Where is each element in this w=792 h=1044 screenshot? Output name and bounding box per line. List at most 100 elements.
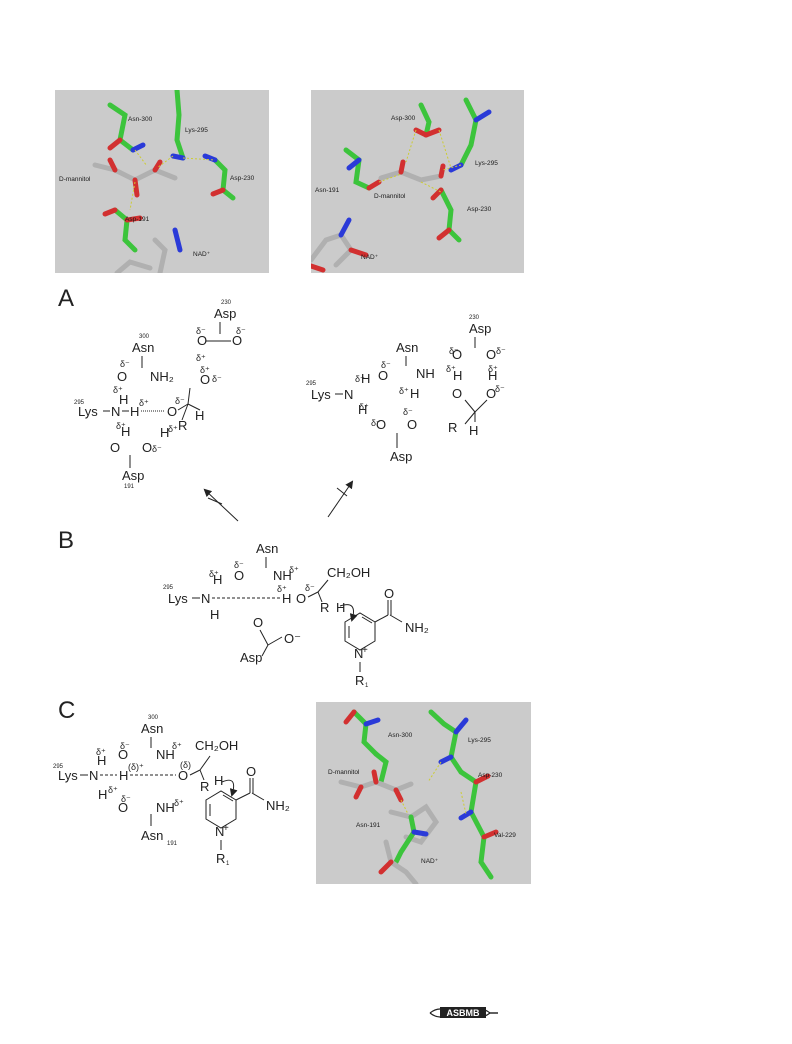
nh2-label: NH₂ [405, 620, 429, 635]
delta-plus: δ⁺ [355, 374, 365, 384]
atom-o: O [197, 333, 207, 348]
delta-minus: δ⁻ [212, 374, 222, 384]
stick-model [338, 709, 499, 884]
delta-minus: δ⁻ [152, 444, 162, 454]
delta-minus: δ⁻ [305, 583, 315, 593]
atom-o: O [486, 347, 496, 362]
atom-h: H [160, 425, 169, 440]
atom-o: O [376, 417, 386, 432]
delta-minus: δ⁻ [381, 360, 391, 370]
label-lys295: Lys-295 [475, 160, 498, 167]
lys295-label: Lys [311, 387, 331, 402]
subscript-191: 191 [124, 484, 135, 490]
scheme-a-left: 230 Asp δ⁻ δ⁻ O O 300 Asn δ⁻ O NH₂ δ⁺ δ⁺… [74, 300, 246, 490]
atom-o: O [200, 372, 210, 387]
label-asp191: Asp-191 [125, 216, 150, 223]
atom-o: O [253, 615, 263, 630]
delta-plus: δ⁺ [174, 798, 184, 808]
atom-h: H [358, 402, 367, 417]
delta-minus: δ⁻ [196, 326, 206, 336]
atom-o: O [142, 440, 152, 455]
atom-r1: R [355, 673, 364, 688]
delta-plus: δ⁺ [200, 365, 210, 375]
atom-n: N [215, 824, 224, 839]
atom-r: R [448, 420, 457, 435]
label-asn300: Asn-300 [128, 116, 153, 123]
delta-minus: δ⁻ [121, 794, 131, 804]
asn-label: Asn [396, 340, 418, 355]
atom-h: H [214, 773, 223, 788]
nh-label: NH [416, 366, 435, 381]
label-asn191: Asn-191 [315, 187, 340, 194]
delta-minus: δ⁻ [403, 407, 413, 417]
atom-h: H [195, 408, 204, 423]
atom-o: O [110, 440, 120, 455]
atom-o: O [452, 347, 462, 362]
panel-letter-a: A [58, 285, 75, 312]
subscript-191: 191 [167, 841, 178, 847]
label-asp300: Asp-300 [391, 115, 416, 122]
lys295-label: Lys [58, 768, 78, 783]
subscript-1: 1 [365, 683, 369, 689]
label-lys295: Lys-295 [185, 127, 208, 134]
nh-label: NH [156, 747, 175, 762]
label-nad: NAD⁺ [193, 251, 211, 258]
delta-plus: δ⁺ [446, 364, 456, 374]
subscript-1: 1 [226, 861, 230, 867]
label-asp230: Asp-230 [467, 206, 492, 213]
o-minus-label: O⁻ [284, 631, 301, 646]
delta-plus: δ⁺ [209, 569, 219, 579]
superscript-295: 295 [163, 585, 174, 591]
atom-n: N [111, 404, 120, 419]
atom-h: H [213, 572, 222, 587]
panel-letter-c: C [58, 697, 76, 724]
delta-plus: δ⁺ [289, 565, 299, 575]
label-asp230: Asp-230 [478, 772, 503, 779]
atom-h: H [119, 768, 128, 783]
scheme-c: 300 Asn δ⁻ O NH δ⁺ CH₂OH δ⁺ H 295 Lys N … [53, 715, 290, 867]
nh2-label: NH₂ [266, 798, 290, 813]
delta-minus: δ⁻ [234, 560, 244, 570]
asn300-label: Asn [132, 340, 154, 355]
delta-minus: δ⁻ [236, 326, 246, 336]
atom-o: O [178, 768, 188, 783]
atom-o: O [234, 568, 244, 583]
label-dmannitol: D-mannitol [59, 176, 91, 183]
delta-plus: δ⁺ [172, 741, 182, 751]
nh2-label: NH₂ [150, 369, 174, 384]
logo-text: ASBMB [447, 1008, 480, 1018]
atom-h: H [469, 423, 478, 438]
atom-h: H [336, 600, 345, 615]
label-nad: NAD⁺ [421, 858, 439, 865]
delta-plus: δ⁺ [139, 398, 149, 408]
atom-h: H [119, 392, 128, 407]
asp191-label: Asp [122, 468, 144, 483]
label-asn300: Asn-300 [388, 732, 413, 739]
label-asp230: Asp-230 [230, 175, 255, 182]
structure-image-top-right: Asp-300 Lys-295 Asn-191 D-mannitol Asp-2… [311, 90, 524, 273]
nh-label: NH [273, 568, 292, 583]
atom-h: H [282, 591, 291, 606]
atom-o: O [407, 417, 417, 432]
delta-minus: δ⁻ [496, 346, 506, 356]
stick-model [311, 97, 492, 273]
atom-o: O [117, 369, 127, 384]
superscript-300: 300 [148, 715, 159, 721]
asn300-label: Asn [141, 721, 163, 736]
delta-minus: δ⁻ [371, 418, 381, 428]
asp230-label: Asp [214, 306, 236, 321]
atom-n: N [354, 646, 363, 661]
ch2oh-label: CH₂OH [327, 565, 370, 580]
atom-o: O [118, 800, 128, 815]
panel-letter-b: B [58, 527, 75, 554]
structure-image-bottom-right: Asn-300 Lys-295 D-mannitol Asp-230 Asn-1… [316, 702, 531, 884]
superscript-295: 295 [53, 764, 64, 770]
atom-n: N [201, 591, 210, 606]
equilibrium-arrows [203, 480, 354, 522]
asbmb-logo: ASBMB [428, 1003, 500, 1023]
atom-o: O [167, 404, 177, 419]
atom-o: O [296, 591, 306, 606]
atom-o: O [486, 386, 496, 401]
atom-o: O [118, 747, 128, 762]
